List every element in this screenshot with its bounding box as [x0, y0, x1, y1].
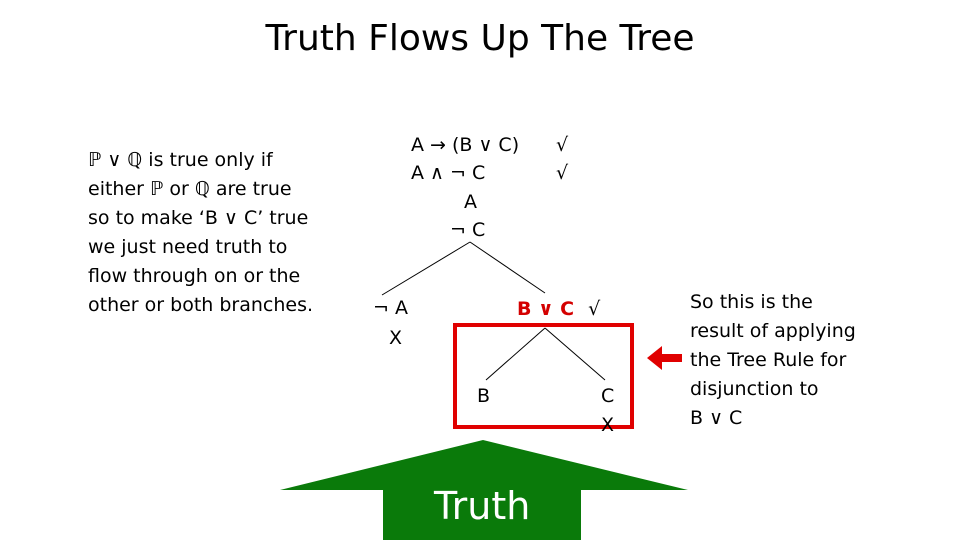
edge-root-right: [469, 241, 546, 294]
check-mark-1: √: [556, 134, 569, 156]
left-explanation: ℙ ∨ ℚ is true only if either ℙ or ℚ are …: [88, 146, 358, 320]
disjunction-check-mark: √: [588, 298, 601, 320]
edge-bc-left: [485, 327, 546, 381]
left-line-3: so to make ‘B ∨ C’ true: [88, 207, 309, 229]
root-formula-1: A → (B ∨ C): [411, 134, 520, 156]
right-line-3: the Tree Rule for: [690, 349, 847, 371]
edge-root-left: [381, 241, 471, 296]
left-line-1: ℙ ∨ ℚ is true only if: [88, 149, 273, 171]
left-line-5: flow through on or the: [88, 265, 301, 287]
left-branch-formula: ¬ A: [373, 297, 408, 319]
check-mark-2: √: [556, 162, 569, 184]
truth-label: Truth: [434, 484, 531, 528]
right-line-4: disjunction to: [690, 378, 819, 400]
disjunction-node: B ∨ C √: [517, 298, 600, 320]
truth-arrow: [280, 440, 688, 540]
disjunction-formula: B ∨ C: [517, 298, 575, 320]
right-line-1: So this is the: [690, 291, 813, 313]
right-line-5: B ∨ C: [690, 407, 743, 429]
right-explanation: So this is the result of applying the Tr…: [690, 288, 856, 433]
leaf-b-formula: B: [477, 385, 491, 407]
root-formula-4: ¬ C: [450, 219, 486, 241]
left-branch-closed-mark: X: [389, 327, 403, 349]
slide-title: Truth Flows Up The Tree: [265, 18, 695, 59]
leaf-c-formula: C: [601, 385, 615, 407]
left-line-4: we just need truth to: [88, 236, 288, 258]
root-formula-2: A ∧ ¬ C: [411, 162, 486, 184]
root-formula-3: A: [464, 191, 477, 213]
leaf-c-closed-mark: X: [601, 414, 615, 436]
edge-bc-right: [544, 327, 606, 381]
right-line-2: result of applying: [690, 320, 856, 342]
left-line-2: either ℙ or ℚ are true: [88, 178, 292, 200]
highlight-box: [453, 323, 634, 429]
pointer-arrow: [647, 346, 682, 370]
left-line-6: other or both branches.: [88, 294, 314, 316]
